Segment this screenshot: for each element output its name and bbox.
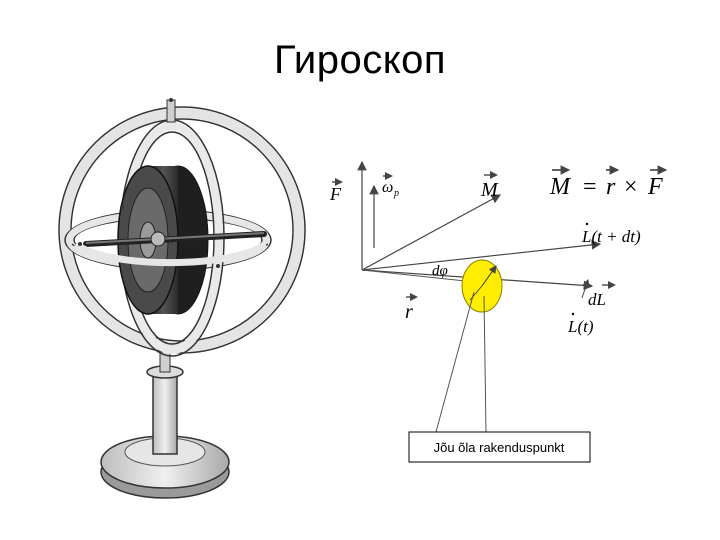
rotor-axle <box>83 231 267 247</box>
vector-l-t-label: L(t) <box>567 312 594 336</box>
svg-text:M: M <box>549 174 572 200</box>
svg-text:M: M <box>480 179 499 201</box>
svg-text:F: F <box>329 184 342 204</box>
vector-dl-label: dL <box>588 281 616 309</box>
svg-text:Jõu õla rakenduspunkt: Jõu õla rakenduspunkt <box>434 440 565 455</box>
vector-omega-label: ω p <box>382 172 399 199</box>
torque-formula: M = r × F <box>549 165 668 200</box>
gyroscope-base <box>100 351 230 499</box>
application-point-label-box: Jõu õla rakenduspunkt <box>408 431 591 463</box>
vector-diagram: F ω p M r dφ L(t + dt) dL L(t) <box>329 160 668 463</box>
svg-text:×: × <box>624 174 638 200</box>
svg-text:r: r <box>606 174 616 200</box>
dphi-label: dφ <box>432 263 448 279</box>
vector-m-label: M <box>480 171 499 201</box>
torque-vector <box>361 194 502 271</box>
delta-l-vector <box>581 279 590 299</box>
vector-l-t-dt-label: L(t + dt) <box>581 222 641 246</box>
svg-text:r: r <box>405 301 413 323</box>
vector-f-label: F <box>329 178 343 204</box>
angular-momentum-t-dt-vector <box>361 240 602 271</box>
slide-title: Гироскоп <box>273 38 447 82</box>
pointer-line-1 <box>435 291 475 433</box>
svg-text:F: F <box>647 174 663 200</box>
vector-r-label: r <box>405 293 418 323</box>
pointer-line-2 <box>483 295 487 433</box>
gyroscope-illustration <box>58 98 306 499</box>
svg-text:ω: ω <box>382 179 393 196</box>
svg-text:p: p <box>393 188 399 199</box>
application-point-disk <box>461 259 503 313</box>
svg-text:dL: dL <box>588 290 606 309</box>
svg-text:=: = <box>583 174 597 200</box>
svg-text:L(t): L(t) <box>567 317 594 336</box>
svg-text:L(t + dt): L(t + dt) <box>581 227 641 246</box>
